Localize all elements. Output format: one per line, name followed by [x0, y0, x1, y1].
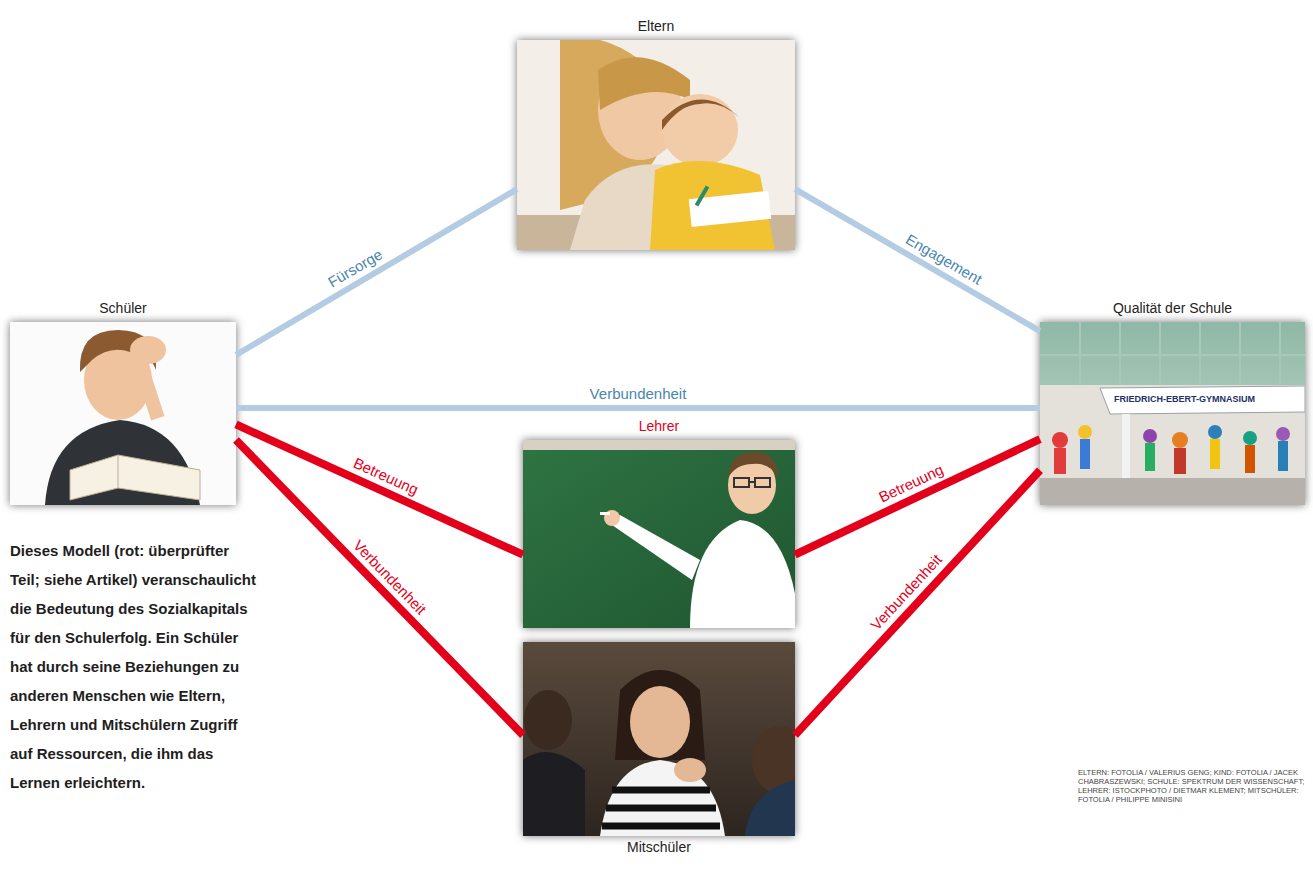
figure-caption: Dieses Modell (rot: überprüfter Teil; si… — [10, 536, 260, 797]
parents-node: Eltern — [517, 18, 795, 250]
relation-label: Verbundenheit — [867, 551, 945, 634]
relation-line — [236, 440, 523, 735]
classmates-photo — [523, 642, 808, 836]
node-heading: Lehrer — [523, 418, 795, 435]
photo-credits: ELTERN: FOTOLIA / VALERIUS GENG; KIND: F… — [1078, 768, 1308, 804]
relation-line — [795, 470, 1040, 735]
relation-label: Betreuung — [351, 454, 421, 498]
relation-label: Fürsorge — [325, 246, 385, 291]
school-sign-text: FRIEDRICH-EBERT-GYMNASIUM — [1114, 393, 1302, 405]
relation-label: Verbundenheit — [590, 385, 687, 402]
teacher-photo — [523, 440, 800, 628]
relation-label: Betreuung — [876, 461, 946, 506]
node-heading: Mitschüler — [523, 839, 795, 856]
teacher-node: Lehrer — [523, 418, 795, 628]
relation-label: Verbundenheit — [350, 536, 430, 617]
relation-line — [236, 189, 517, 355]
node-heading: Qualität der Schule — [1040, 300, 1305, 317]
relation-line — [795, 189, 1040, 331]
student-node: Schüler — [10, 300, 236, 505]
school-photo — [1040, 322, 1305, 505]
node-heading: Schüler — [10, 300, 236, 317]
parents-photo — [517, 38, 795, 251]
node-heading: Eltern — [517, 18, 795, 35]
classmates-node: Mitschüler — [523, 642, 795, 856]
relation-label: Engagement — [903, 231, 985, 288]
student-photo — [10, 322, 236, 505]
relation-line — [236, 405, 1040, 411]
relation-line — [795, 439, 1040, 555]
